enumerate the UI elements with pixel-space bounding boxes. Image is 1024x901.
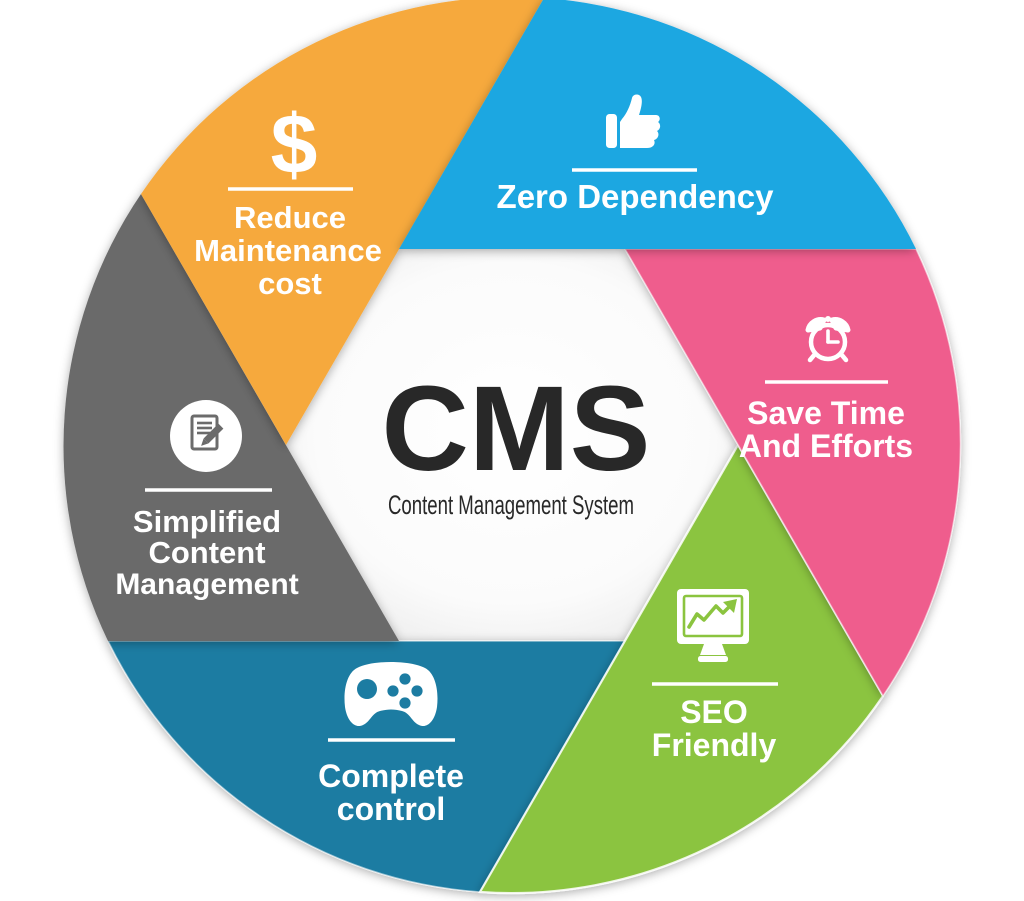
segment-label-line: SEO	[680, 694, 748, 730]
segment-content-complete-control: Complete control	[318, 662, 464, 827]
segment-label-line: Zero Dependency	[497, 178, 775, 215]
cms-subtitle: Content Management System	[388, 490, 634, 520]
segment-label-line: control	[337, 791, 445, 827]
segment-reduce-maintenance-cost	[141, 0, 543, 445]
segment-save-time-and-efforts	[623, 248, 962, 698]
segment-complete-control	[106, 640, 627, 893]
segment-content-seo-friendly: SEO Friendly	[652, 589, 778, 763]
segment-content-simplified-content-management: Simplified Content Management	[115, 400, 299, 601]
segment-label-line: cost	[258, 266, 322, 301]
segment-label-line: Reduce	[234, 200, 346, 235]
gamepad-icon	[344, 662, 438, 727]
segment-label-line: Save Time	[747, 395, 905, 431]
segment-label-line: And Efforts	[739, 428, 913, 464]
monitor-chart-icon	[677, 589, 749, 662]
thumbs-up-icon	[606, 94, 661, 148]
segment-label-line: Complete	[318, 758, 464, 794]
alarm-clock-icon	[805, 316, 851, 363]
segment-label-line: Simplified	[133, 504, 281, 539]
cms-title: CMS	[382, 360, 651, 496]
segment-content-reduce-maintenance-cost: $ Reduce Maintenance cost	[194, 97, 382, 301]
dollar-icon: $	[271, 97, 318, 191]
segment-label-line: Management	[115, 568, 298, 601]
center-hexagon	[286, 249, 738, 641]
segment-label-line: Friendly	[652, 727, 777, 763]
segment-label-line: Content	[148, 535, 265, 570]
document-edit-icon	[170, 400, 242, 472]
segment-label-line: Maintenance	[194, 233, 382, 268]
segment-content-save-time-and-efforts: Save Time And Efforts	[739, 316, 913, 464]
segment-content-zero-dependency: Zero Dependency	[497, 94, 775, 215]
segment-seo-friendly	[478, 442, 885, 895]
